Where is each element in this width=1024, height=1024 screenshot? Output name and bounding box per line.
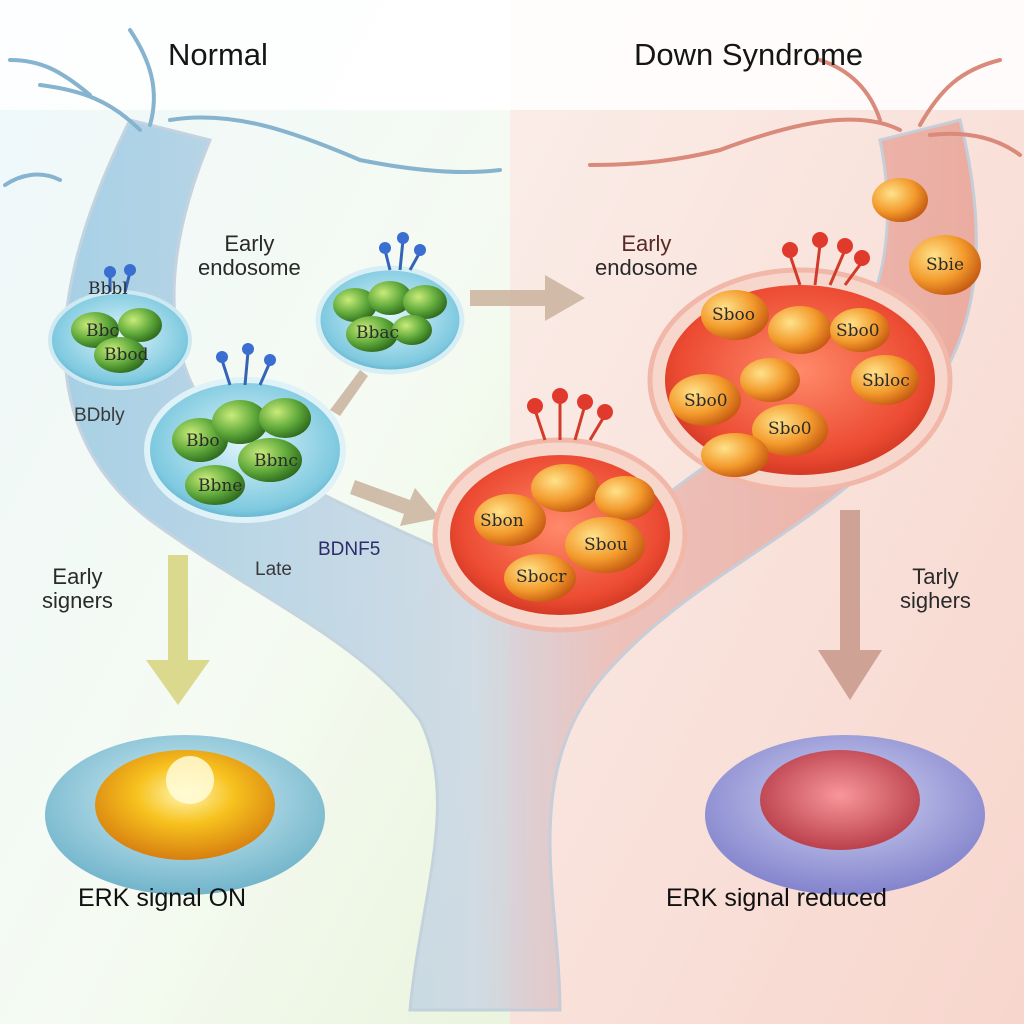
label-bddly: BDbly xyxy=(74,405,125,426)
label-down-early-endosome-line2: endosome xyxy=(595,255,698,281)
label-down-early-signers-line2: sighers xyxy=(900,588,971,614)
label-down-early-signers: Tarly sighers xyxy=(900,564,971,614)
arrow-to-down-early xyxy=(470,275,585,321)
vesicle-label: Sbo0 xyxy=(684,391,728,411)
vesicle-label: Sbo0 xyxy=(768,419,812,439)
endosome-down-early xyxy=(647,232,953,493)
label-down-early-endosome-line1: Early xyxy=(621,231,672,256)
label-down-early-endosome: Early endosome xyxy=(595,231,698,281)
vesicle-label: Bbo xyxy=(186,431,220,451)
arrow-down-syndrome-down xyxy=(818,510,882,700)
label-late: Late xyxy=(255,559,292,580)
dendrites-down xyxy=(588,58,1022,167)
vesicle-label: Sbie xyxy=(926,255,965,275)
vesicle-label: Sbloc xyxy=(862,371,910,391)
panel-title-normal: Normal xyxy=(168,37,268,72)
label-normal-early-endosome-line2: endosome xyxy=(198,255,301,281)
flow-arrows xyxy=(330,275,585,526)
arrow-mid-connector xyxy=(330,370,368,416)
vesicle-label: Sbocr xyxy=(516,567,567,587)
dendrites-normal xyxy=(3,28,502,187)
arrow-to-late xyxy=(350,480,440,526)
vesicle-label: Bbod xyxy=(104,345,149,365)
label-normal-early-signers-line1: Early xyxy=(52,564,103,589)
result-down-syndrome: ERK signal reduced xyxy=(666,884,887,912)
vesicle-label: Sbou xyxy=(584,535,628,555)
vesicle-label: Bbnc xyxy=(254,451,298,471)
label-normal-early-signers-line2: signers xyxy=(42,588,113,614)
label-normal-early-endosome-line1: Early xyxy=(224,231,275,256)
vesicles-down-small xyxy=(872,178,981,295)
vesicle-label: Bbac xyxy=(356,323,400,343)
vesicle-label: Sboo xyxy=(712,305,755,325)
vesicle-label: Bbne xyxy=(198,476,243,496)
label-normal-early-signers: Early signers xyxy=(42,564,113,614)
endosome-normal-small xyxy=(48,264,192,390)
label-down-early-signers-line1: Tarly xyxy=(912,564,959,589)
panel-title-down-syndrome: Down Syndrome xyxy=(634,37,864,72)
vesicle-label: Bbbl xyxy=(88,279,128,299)
label-normal-early-endosome: Early endosome xyxy=(198,231,301,281)
label-bdnf: BDNF5 xyxy=(318,539,381,560)
cell-down-erk-reduced xyxy=(705,735,985,895)
endosome-down-late xyxy=(432,388,688,633)
vesicle-label: Sbo0 xyxy=(836,321,880,341)
cell-normal-erk-on xyxy=(45,735,325,895)
vesicle-label: Bbc xyxy=(86,321,119,341)
result-normal: ERK signal ON xyxy=(78,884,247,912)
endosome-normal-early xyxy=(315,232,465,375)
endosome-normal-late xyxy=(144,343,346,523)
arrow-normal-down xyxy=(146,555,210,705)
vesicle-label: Sbon xyxy=(480,511,524,531)
